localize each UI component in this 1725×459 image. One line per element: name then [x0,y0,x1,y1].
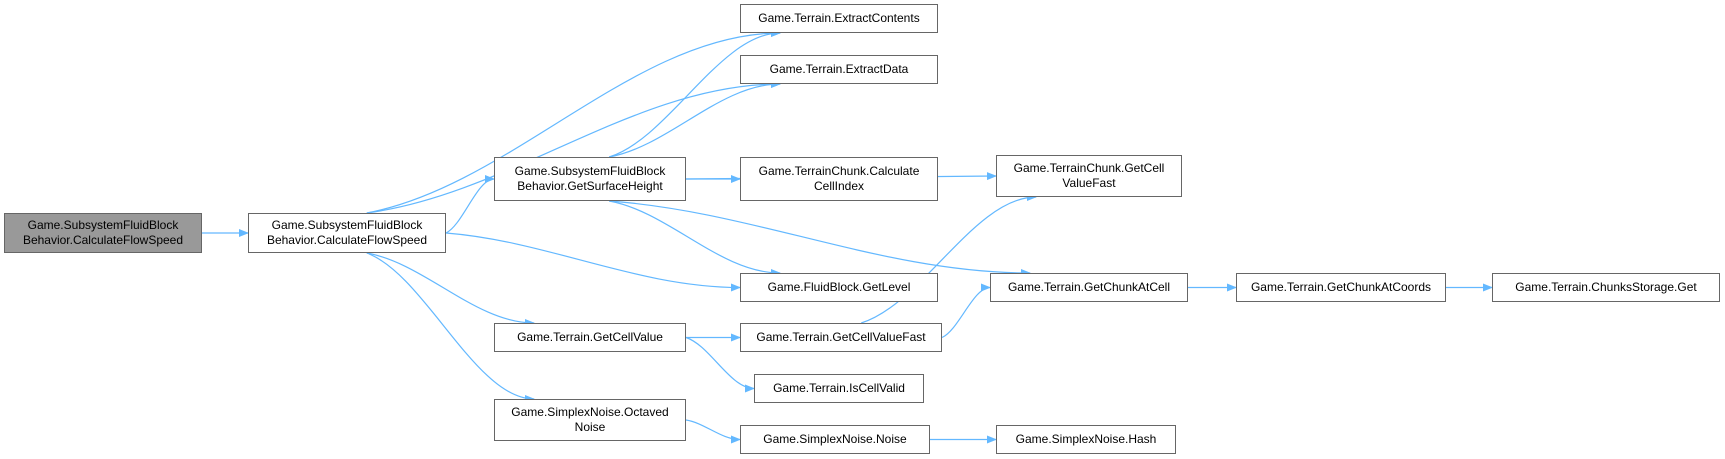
node-label-line1: Game.SubsystemFluidBlock [271,218,423,232]
edge-surface-to-chunkatcell [609,200,1031,277]
node-terrain-get-cell-value[interactable]: Game.Terrain.GetCellValue [494,323,686,352]
node-label: Game.Terrain.GetChunkAtCell [1007,280,1171,294]
node-terrain-get-cell-value-fast[interactable]: Game.Terrain.GetCellValueFast [740,323,942,352]
node-root-calculate-flow-speed: Game.SubsystemFluidBlock Behavior.Calcul… [4,213,202,253]
edge-calc-to-getcellvalue [366,252,535,327]
edge-calc-to-extractcontents [366,29,781,214]
edge-calc-to-surface [445,175,495,234]
node-label-line1: Game.TerrainChunk.GetCell [1013,161,1165,175]
node-label-line2: Noise [574,420,606,434]
node-terrain-chunks-storage-get[interactable]: Game.Terrain.ChunksStorage.Get [1492,273,1720,302]
edge-surface-to-fluidlevel [609,200,781,277]
node-label: Game.SimplexNoise.Hash [1015,432,1157,446]
edge-getcellvaluefast-to-chunkgetcell [861,193,1037,324]
node-label: Game.SimplexNoise.Noise [763,432,907,446]
node-terrain-extract-data[interactable]: Game.Terrain.ExtractData [740,55,938,84]
node-label-line2: Behavior.CalculateFlowSpeed [266,233,428,247]
node-label-line1: Game.TerrainChunk.Calculate [758,164,920,178]
node-label: Game.Terrain.IsCellValid [773,381,905,395]
node-simplex-noise-hash[interactable]: Game.SimplexNoise.Hash [996,425,1176,454]
node-label: Game.Terrain.ChunksStorage.Get [1515,280,1697,294]
node-label: Game.FluidBlock.GetLevel [767,280,911,294]
node-label-line2: ValueFast [1062,176,1116,190]
node-label-line2: CellIndex [813,179,865,193]
edge-surface-to-extractdata [609,80,781,158]
edge-getcellvaluefast-to-chunkatcell [941,283,991,339]
node-terrain-get-chunk-at-coords[interactable]: Game.Terrain.GetChunkAtCoords [1236,273,1446,302]
node-label-line2: Behavior.GetSurfaceHeight [517,179,663,193]
node-terrain-get-chunk-at-cell[interactable]: Game.Terrain.GetChunkAtCell [990,273,1188,302]
node-label: Game.Terrain.ExtractData [769,62,909,76]
edge-calc-to-extractdata [366,80,781,214]
node-label: Game.Terrain.GetChunkAtCoords [1250,280,1432,294]
node-terrain-chunk-get-cell-value-fast[interactable]: Game.TerrainChunk.GetCell ValueFast [996,155,1182,197]
node-calculate-flow-speed[interactable]: Game.SubsystemFluidBlock Behavior.Calcul… [248,213,446,253]
node-label-line2: Behavior.CalculateFlowSpeed [22,233,184,247]
node-terrain-is-cell-valid[interactable]: Game.Terrain.IsCellValid [754,374,924,403]
node-simplex-noise[interactable]: Game.SimplexNoise.Noise [740,425,930,454]
edge-getcellvalue-to-iscellvalid [685,336,755,393]
node-label-line1: Game.SimplexNoise.Octaved [511,405,669,419]
node-label-line1: Game.SubsystemFluidBlock [514,164,666,178]
node-terrain-chunk-calculate-cell-index[interactable]: Game.TerrainChunk.Calculate CellIndex [740,157,938,201]
node-terrain-extract-contents[interactable]: Game.Terrain.ExtractContents [740,4,938,33]
node-simplex-octaved-noise[interactable]: Game.SimplexNoise.Octaved Noise [494,399,686,441]
node-label: Game.Terrain.GetCellValue [517,330,663,344]
node-label-line1: Game.SubsystemFluidBlock [27,218,179,232]
edge-calc-to-octaved [366,252,535,403]
edge-octaved-to-noise [685,419,741,444]
node-label: Game.Terrain.ExtractContents [758,11,920,25]
node-fluid-block-get-level[interactable]: Game.FluidBlock.GetLevel [740,273,938,302]
node-get-surface-height[interactable]: Game.SubsystemFluidBlock Behavior.GetSur… [494,157,686,201]
node-label: Game.Terrain.GetCellValueFast [756,330,926,344]
edge-surface-to-extractcontents [609,29,781,158]
edge-calc-to-fluidlevel [445,232,741,292]
